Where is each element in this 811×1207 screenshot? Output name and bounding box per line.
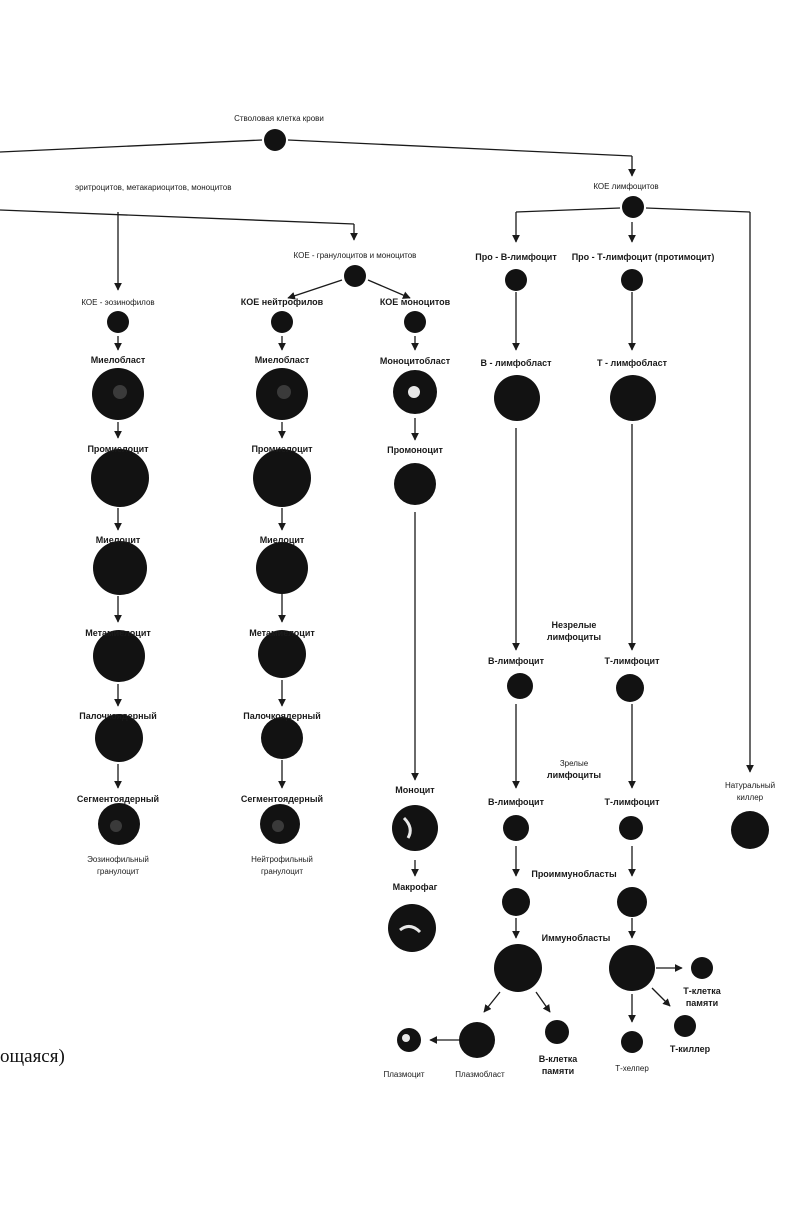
b-memory-label: памяти bbox=[542, 1066, 574, 1076]
b-lymphoblast-cell bbox=[494, 375, 540, 421]
mature-t-cell bbox=[619, 816, 643, 840]
plasmoblast-label: Плазмобласт bbox=[455, 1070, 505, 1079]
mono-stage-label: Промоноцит bbox=[387, 445, 443, 455]
cfu-eosinophil-cell bbox=[107, 311, 129, 333]
cutoff-text: ощаяся) bbox=[0, 1046, 65, 1067]
eos-stage-label: Миелоцит bbox=[96, 535, 141, 545]
mature-t-label: Т-лимфоцит bbox=[604, 797, 660, 807]
cfu-gm-label: КОЕ - гранулоцитов и моноцитов bbox=[294, 251, 417, 260]
immunoblasts-label: Иммунобласты bbox=[542, 933, 611, 943]
eos-stage-label: Метамиелоцит bbox=[85, 628, 151, 638]
t-helper-label: Т-хелпер bbox=[615, 1064, 649, 1073]
eos-metamyelocyte-cell bbox=[93, 630, 145, 682]
t-killer-label: Т-киллер bbox=[670, 1044, 711, 1054]
immature-t-label: Т-лимфоцит bbox=[604, 656, 660, 666]
t-immunoblast-cell bbox=[609, 945, 655, 991]
eos-final-label: Эозинофильный bbox=[87, 855, 149, 864]
neu-promyelocyte-cell bbox=[253, 449, 311, 507]
neu-stage-label: Промиелоцит bbox=[251, 444, 313, 454]
connector-lines bbox=[0, 139, 754, 1044]
cfu-myeloid-label: эритроцитов, метакариоцитов, моноцитов bbox=[75, 183, 231, 192]
plasmocyte-label: Плазмоцит bbox=[383, 1070, 424, 1079]
t-helper-cell bbox=[621, 1031, 643, 1053]
pro-b-cell bbox=[505, 269, 527, 291]
promonocyte-cell bbox=[394, 463, 436, 505]
mature-lymph-label: Зрелые bbox=[560, 759, 589, 768]
cfu-lymph-cell bbox=[622, 196, 644, 218]
immature-lymph-label: Незрелые bbox=[552, 620, 597, 630]
eos-promyelocyte-cell bbox=[91, 449, 149, 507]
mono-stage-label: Моноцит bbox=[395, 785, 435, 795]
mature-lymph-label: лимфоциты bbox=[547, 770, 602, 780]
cells bbox=[91, 129, 769, 1058]
proimmunoblasts-label: Проиммунобласты bbox=[531, 869, 617, 879]
t-memory-cell bbox=[691, 957, 713, 979]
neu-stage-label: Миелобласт bbox=[255, 355, 310, 365]
immature-lymph-label: лимфоциты bbox=[547, 632, 602, 642]
cfu-lymph-label: КОЕ лимфоцитов bbox=[593, 182, 658, 191]
nk-cell bbox=[731, 811, 769, 849]
pro-t-label: Про - Т-лимфоцит (протимоцит) bbox=[572, 252, 715, 262]
nk-label: Натуральный bbox=[725, 781, 775, 790]
stem-cell bbox=[264, 129, 286, 151]
cfu-neutrophil-label: КОЕ нейтрофилов bbox=[241, 297, 324, 307]
cfu-monocyte-label: КОЕ моноцитов bbox=[380, 297, 451, 307]
eos-final-label: гранулоцит bbox=[97, 867, 139, 876]
cfu-gm-cell bbox=[344, 265, 366, 287]
immature-b-cell bbox=[507, 673, 533, 699]
neu-stage-label: Палочкоядерный bbox=[243, 711, 320, 721]
mature-b-cell bbox=[503, 815, 529, 841]
eos-stage-label: Промиелоцит bbox=[87, 444, 149, 454]
mature-b-label: В-лимфоцит bbox=[488, 797, 545, 807]
eos-stage-label: Палочкоядерный bbox=[79, 711, 156, 721]
b-memory-label: В-клетка bbox=[539, 1054, 579, 1064]
nk-label: киллер bbox=[737, 793, 764, 802]
immature-b-label: В-лимфоцит bbox=[488, 656, 545, 666]
t-memory-label: Т-клетка bbox=[683, 986, 722, 996]
b-proimmunoblast-cell bbox=[502, 888, 530, 916]
neu-metamyelocyte-cell bbox=[258, 630, 306, 678]
mono-stage-label: Макрофаг bbox=[393, 882, 438, 892]
neu-stage-label: Сегментоядерный bbox=[241, 794, 323, 804]
neu-stage-label: Метамиелоцит bbox=[249, 628, 315, 638]
neu-stage-label: Миелоцит bbox=[260, 535, 305, 545]
labels: Стволовая клетка крови эритроцитов, мета… bbox=[0, 114, 775, 1079]
neu-final-label: гранулоцит bbox=[261, 867, 303, 876]
t-lymphoblast-cell bbox=[610, 375, 656, 421]
neu-myelocyte-cell bbox=[256, 542, 308, 594]
pro-t-cell bbox=[621, 269, 643, 291]
t-blast-label: Т - лимфобласт bbox=[597, 358, 668, 368]
t-memory-label: памяти bbox=[686, 998, 718, 1008]
monocyte-cell bbox=[392, 805, 438, 851]
plasmoblast-cell bbox=[459, 1022, 495, 1058]
immature-t-cell bbox=[616, 674, 644, 702]
eos-myelocyte-cell bbox=[93, 541, 147, 595]
cfu-eosinophil-label: КОЕ - эозинофилов bbox=[81, 298, 154, 307]
mono-stage-label: Моноцитобласт bbox=[380, 356, 451, 366]
b-immunoblast-cell bbox=[494, 944, 542, 992]
neu-band-cell bbox=[261, 717, 303, 759]
t-proimmunoblast-cell bbox=[617, 887, 647, 917]
eos-stage-label: Сегментоядерный bbox=[77, 794, 159, 804]
pro-b-label: Про - В-лимфоцит bbox=[475, 252, 557, 262]
b-memory-cell bbox=[545, 1020, 569, 1044]
t-killer-cell bbox=[674, 1015, 696, 1037]
cfu-neutrophil-cell bbox=[271, 311, 293, 333]
b-blast-label: В - лимфобласт bbox=[480, 358, 552, 368]
neu-final-label: Нейтрофильный bbox=[251, 855, 313, 864]
eos-stage-label: Миелобласт bbox=[91, 355, 146, 365]
cfu-monocyte-cell bbox=[404, 311, 426, 333]
root-label: Стволовая клетка крови bbox=[234, 114, 324, 123]
eos-band-cell bbox=[95, 714, 143, 762]
